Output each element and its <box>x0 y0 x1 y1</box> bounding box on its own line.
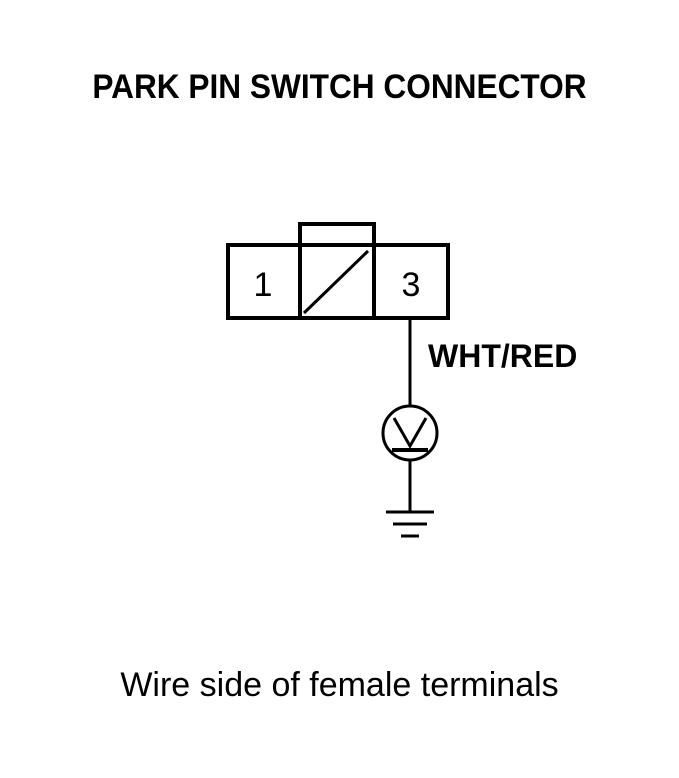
diagram-title: PARK PIN SWITCH CONNECTOR <box>92 68 587 106</box>
pin-3-label: 3 <box>402 266 421 304</box>
ground-icon <box>386 510 434 538</box>
pin-1-label: 1 <box>254 266 273 304</box>
wire-color-label: WHT/RED <box>428 338 577 374</box>
diagram-caption: Wire side of female terminals <box>120 666 559 704</box>
unused-cavity-slash <box>302 249 370 315</box>
connector-housing <box>226 243 450 320</box>
connector-body <box>226 222 450 320</box>
connector-lock-tab <box>298 222 376 245</box>
voltmeter-icon <box>381 404 439 462</box>
